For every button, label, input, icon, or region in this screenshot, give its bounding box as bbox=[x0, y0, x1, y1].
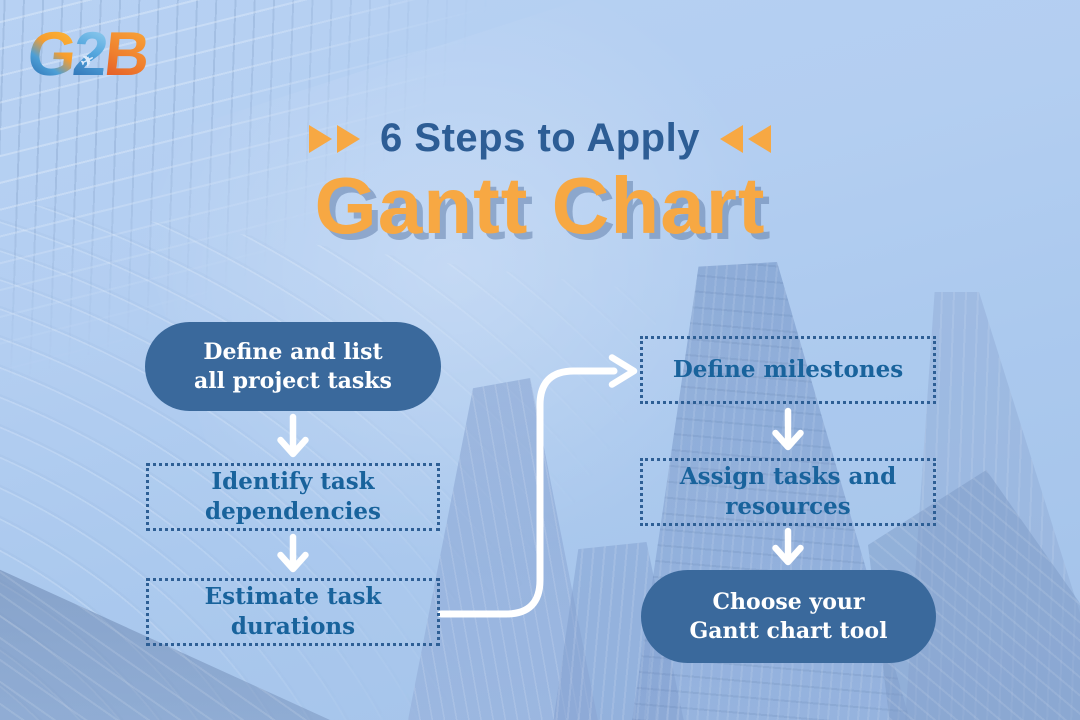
page-title: Gantt Chart bbox=[314, 161, 766, 250]
step-label-line: Identify task dependencies bbox=[205, 468, 381, 525]
header-kicker-row: 6 Steps to Apply bbox=[0, 116, 1080, 161]
step-box-define-tasks: Define and list all project tasks bbox=[145, 322, 441, 411]
step-label-line: Estimate task durations bbox=[204, 583, 382, 640]
header-kicker: 6 Steps to Apply bbox=[380, 116, 700, 160]
logo-letter-g: G bbox=[24, 20, 77, 89]
rewind-triangle bbox=[719, 124, 743, 153]
g2b-logo: G2B ✈ bbox=[24, 20, 150, 89]
rewind-triangle bbox=[747, 124, 771, 153]
step-label-line: Choose your bbox=[712, 588, 865, 615]
step-box-identify-dependencies: Identify task dependencies bbox=[146, 463, 440, 531]
fast-forward-icon bbox=[309, 124, 361, 153]
step-label-line: all project tasks bbox=[194, 367, 392, 394]
step-label-line: Define milestones bbox=[672, 356, 904, 384]
fast-forward-triangle bbox=[337, 124, 361, 153]
step-box-choose-tool: Choose your Gantt chart tool bbox=[641, 570, 936, 663]
fast-forward-triangle bbox=[309, 124, 333, 153]
logo-letter-b: B bbox=[101, 20, 151, 89]
step-box-assign-resources: Assign tasks and resources bbox=[640, 458, 936, 526]
step-label-line: Define and list bbox=[203, 338, 383, 365]
rewind-icon bbox=[719, 124, 771, 153]
step-box-define-milestones: Define milestones bbox=[640, 336, 936, 404]
step-label-line: Gantt chart tool bbox=[689, 617, 888, 644]
step-box-estimate-durations: Estimate task durations bbox=[146, 578, 440, 646]
step-label-line: Assign tasks and resources bbox=[679, 463, 897, 520]
